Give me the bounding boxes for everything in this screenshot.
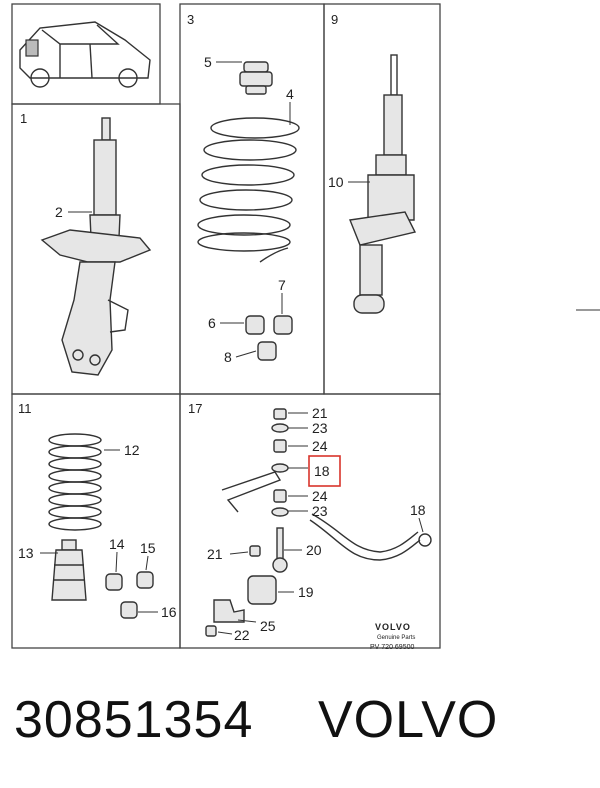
panel-label-11: 11 xyxy=(18,401,32,416)
highlight-box xyxy=(308,455,341,487)
callout-2: 2 xyxy=(55,204,63,220)
callout-19: 19 xyxy=(298,584,314,600)
callout-12: 12 xyxy=(124,442,140,458)
callout-20: 20 xyxy=(306,542,322,558)
bushings-14-15-16 xyxy=(105,571,154,619)
part-number: 30851354 xyxy=(14,691,254,749)
callout-7: 7 xyxy=(278,277,286,293)
callout-25: 25 xyxy=(260,618,276,634)
car-thumbnail xyxy=(19,21,151,88)
leader-lines xyxy=(40,61,424,635)
parts-diagram: 1 3 9 11 17 2 4 5 6 7 8 10 12 13 14 15 1… xyxy=(11,3,600,651)
rear-shock-absorber xyxy=(349,54,417,314)
panel-label-1: 1 xyxy=(20,111,27,126)
front-strut-assembly xyxy=(40,117,152,376)
callout-24-top: 24 xyxy=(312,438,328,454)
logo-brand: VOLVO xyxy=(375,622,411,632)
callout-23-top: 23 xyxy=(312,420,328,436)
callout-18-right: 18 xyxy=(410,502,426,518)
callout-14: 14 xyxy=(109,536,125,552)
coil-spring-upper xyxy=(197,117,300,263)
callout-13: 13 xyxy=(18,545,34,561)
callout-22: 22 xyxy=(234,627,250,643)
logo-code: PV 720 69500 xyxy=(370,644,414,651)
brand-name: VOLVO xyxy=(318,691,499,749)
bushings-6-7-8 xyxy=(245,315,293,361)
callout-8: 8 xyxy=(224,349,232,365)
callout-16: 16 xyxy=(161,604,177,620)
callout-4: 4 xyxy=(286,86,294,102)
callout-23-bottom: 23 xyxy=(312,503,328,519)
callout-10: 10 xyxy=(328,174,344,190)
callout-24-bottom: 24 xyxy=(312,488,328,504)
frame-panel-17 xyxy=(179,393,441,649)
callout-15: 15 xyxy=(140,540,156,556)
panel-label-3: 3 xyxy=(187,12,194,27)
callout-6: 6 xyxy=(208,315,216,331)
coil-spring-rear xyxy=(48,433,102,531)
callout-18-highlighted: 18 xyxy=(314,463,330,479)
callout-21-top: 21 xyxy=(312,405,328,421)
panel-label-9: 9 xyxy=(331,12,338,27)
panel-label-17: 17 xyxy=(188,401,202,416)
bump-stop-13 xyxy=(51,539,87,601)
stabilizer-bar-assembly xyxy=(205,408,432,637)
callout-21-left: 21 xyxy=(207,546,223,562)
logo-subtitle: Genuine Parts xyxy=(377,635,415,641)
callout-5: 5 xyxy=(204,54,212,70)
bump-stop-5 xyxy=(239,61,273,95)
